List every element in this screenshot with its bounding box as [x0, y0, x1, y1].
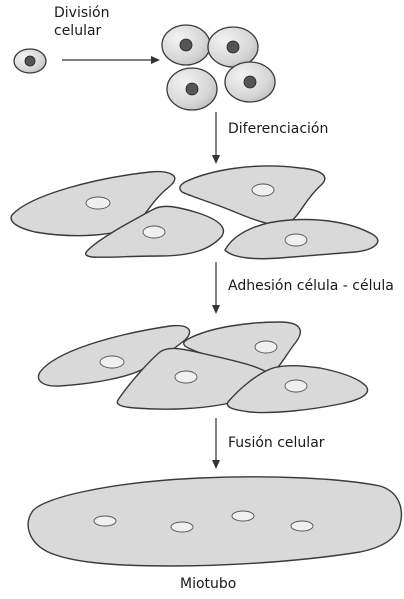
adhesion-arrow	[212, 262, 220, 314]
adhesion-label: Adhesión célula - célula	[228, 277, 394, 295]
myoblast-4	[225, 62, 275, 102]
myotube-nucleus-3	[232, 511, 254, 521]
myoblast-2	[208, 27, 258, 67]
fusion-label: Fusión celular	[228, 434, 325, 452]
myotube-nucleus-2	[171, 522, 193, 532]
division-label-line1: División	[54, 4, 109, 22]
division-label-line2: celular	[54, 22, 101, 40]
differentiation-label: Diferenciación	[228, 120, 328, 138]
division-arrow	[62, 56, 160, 64]
divided-myoblasts	[162, 25, 275, 110]
myotube-nucleus-1	[94, 516, 116, 526]
fusion-arrow	[212, 418, 220, 469]
spindle-cell-4	[225, 220, 378, 259]
single-myoblast	[14, 49, 46, 73]
myotube	[28, 477, 401, 566]
myotube-label: Miotubo	[180, 575, 236, 593]
adhered-cells	[38, 322, 367, 413]
myoblast-1	[162, 25, 210, 65]
myoblast-3	[167, 68, 217, 110]
differentiated-cells	[11, 166, 378, 259]
myotube-nucleus-4	[291, 521, 313, 531]
differentiation-arrow	[212, 112, 220, 164]
